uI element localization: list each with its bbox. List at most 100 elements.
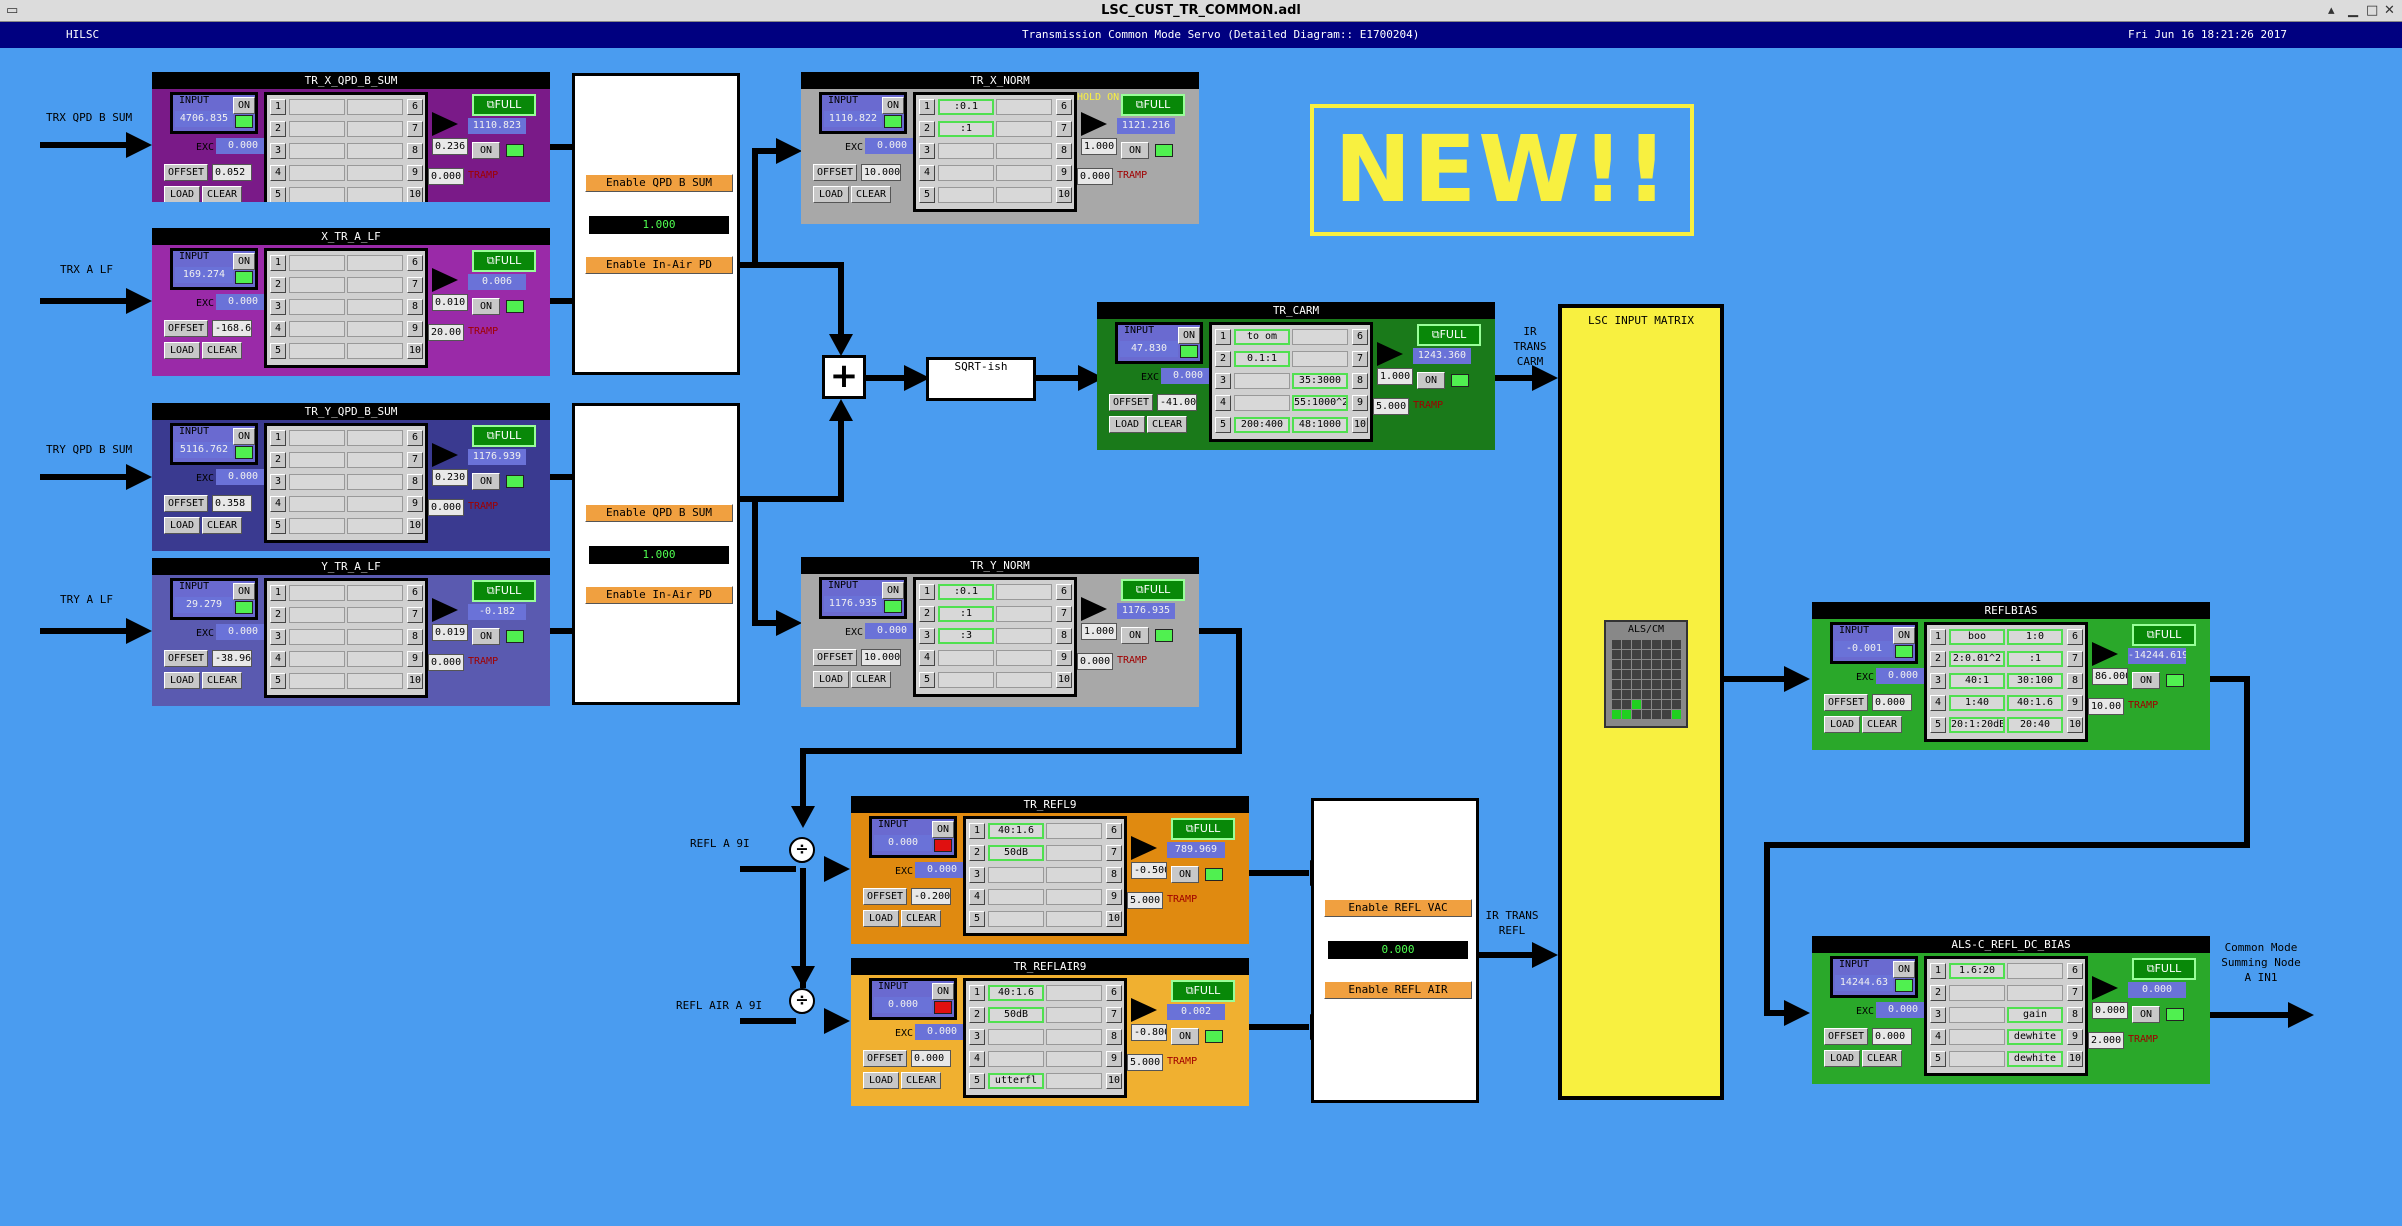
fm-button-7[interactable]: 7 [1056, 121, 1072, 137]
gain-value[interactable]: 0.230 [432, 469, 468, 486]
fm-button-8[interactable]: 8 [407, 143, 423, 159]
input-on-button[interactable]: ON [233, 428, 255, 445]
matrix-cell[interactable] [1622, 710, 1631, 719]
input-on-button[interactable]: ON [233, 583, 255, 600]
fm-button-9[interactable]: 9 [2067, 695, 2083, 711]
input-on-button[interactable]: ON [932, 983, 954, 1000]
gain-value[interactable]: 86.000 [2092, 668, 2128, 685]
fm-button-10[interactable]: 10 [2067, 717, 2083, 733]
fm-button-5[interactable]: 5 [1215, 417, 1231, 433]
fm-button-10[interactable]: 10 [1056, 187, 1072, 203]
fm-button-3[interactable]: 3 [919, 628, 935, 644]
gain-value[interactable]: -0.800 [1131, 1024, 1167, 1041]
fm-button-9[interactable]: 9 [1352, 395, 1368, 411]
fm-button-9[interactable]: 9 [407, 496, 423, 512]
close-icon[interactable]: ✕ [2384, 3, 2395, 18]
matrix-cell[interactable] [1652, 680, 1661, 689]
gain-value[interactable]: 1.000 [1081, 623, 1117, 640]
gain-value[interactable]: -0.500 [1131, 862, 1167, 879]
fm-button-8[interactable]: 8 [1106, 867, 1122, 883]
fm-button-2[interactable]: 2 [270, 452, 286, 468]
fm-button-4[interactable]: 4 [1930, 1029, 1946, 1045]
fm-button-3[interactable]: 3 [1930, 673, 1946, 689]
fm-button-2[interactable]: 2 [270, 607, 286, 623]
fm-button-1[interactable]: 1 [969, 823, 985, 839]
output-on-button[interactable]: ON [1171, 866, 1199, 883]
full-button[interactable]: ⧉FULL [1171, 818, 1235, 840]
fm-button-6[interactable]: 6 [1106, 985, 1122, 1001]
load-button[interactable]: LOAD [164, 342, 200, 359]
offset-value[interactable]: 10.000 [861, 164, 901, 181]
fm-button-5[interactable]: 5 [919, 187, 935, 203]
output-on-button[interactable]: ON [472, 298, 500, 315]
fm-button-10[interactable]: 10 [1056, 672, 1072, 688]
matrix-cell[interactable] [1632, 690, 1641, 699]
fm-button-8[interactable]: 8 [2067, 673, 2083, 689]
restore-icon[interactable]: ▁ [2348, 3, 2358, 18]
fm-button-5[interactable]: 5 [270, 518, 286, 534]
matrix-cell[interactable] [1652, 660, 1661, 669]
fm-button-7[interactable]: 7 [1352, 351, 1368, 367]
tramp-value[interactable]: 5.000 [1373, 398, 1409, 415]
output-on-button[interactable]: ON [1121, 142, 1149, 159]
fm-button-4[interactable]: 4 [969, 889, 985, 905]
offset-button[interactable]: OFFSET [863, 888, 907, 905]
fm-button-2[interactable]: 2 [1930, 985, 1946, 1001]
fm-button-1[interactable]: 1 [1930, 963, 1946, 979]
fm-button-9[interactable]: 9 [2067, 1029, 2083, 1045]
fm-button-7[interactable]: 7 [407, 277, 423, 293]
enable-qpd-x-button[interactable]: Enable QPD B SUM [585, 174, 733, 192]
matrix-cell[interactable] [1652, 700, 1661, 709]
full-button[interactable]: ⧉FULL [1121, 579, 1185, 601]
offset-button[interactable]: OFFSET [813, 649, 857, 666]
matrix-cell[interactable] [1662, 700, 1671, 709]
fm-button-1[interactable]: 1 [270, 99, 286, 115]
fm-button-10[interactable]: 10 [407, 343, 423, 359]
clear-button[interactable]: CLEAR [1862, 716, 1902, 733]
fm-button-1[interactable]: 1 [919, 584, 935, 600]
offset-value[interactable]: -0.200 [911, 888, 951, 905]
offset-value[interactable]: 0.000 [1872, 694, 1912, 711]
offset-value[interactable]: -38.96 [212, 650, 252, 667]
fm-button-9[interactable]: 9 [407, 651, 423, 667]
fm-button-2[interactable]: 2 [1215, 351, 1231, 367]
matrix-als-cm[interactable]: ALS/CM [1604, 620, 1688, 728]
matrix-cell[interactable] [1612, 660, 1621, 669]
fm-button-8[interactable]: 8 [2067, 1007, 2083, 1023]
clear-button[interactable]: CLEAR [202, 517, 242, 534]
output-on-button[interactable]: ON [472, 473, 500, 490]
fm-button-4[interactable]: 4 [270, 496, 286, 512]
output-on-button[interactable]: ON [1121, 627, 1149, 644]
fm-button-10[interactable]: 10 [1106, 1073, 1122, 1089]
offset-button[interactable]: OFFSET [813, 164, 857, 181]
offset-value[interactable]: 0.000 [911, 1050, 951, 1067]
full-button[interactable]: ⧉FULL [2132, 624, 2196, 646]
fm-button-10[interactable]: 10 [407, 518, 423, 534]
fm-button-9[interactable]: 9 [1106, 889, 1122, 905]
full-button[interactable]: ⧉FULL [472, 250, 536, 272]
matrix-cell[interactable] [1642, 660, 1651, 669]
fm-button-6[interactable]: 6 [407, 430, 423, 446]
fm-button-1[interactable]: 1 [919, 99, 935, 115]
matrix-cell[interactable] [1652, 650, 1661, 659]
fm-button-1[interactable]: 1 [270, 255, 286, 271]
matrix-cell[interactable] [1652, 710, 1661, 719]
fm-button-6[interactable]: 6 [1106, 823, 1122, 839]
matrix-cell[interactable] [1612, 710, 1621, 719]
offset-button[interactable]: OFFSET [164, 320, 208, 337]
full-button[interactable]: ⧉FULL [1171, 980, 1235, 1002]
matrix-cell[interactable] [1642, 680, 1651, 689]
input-on-button[interactable]: ON [932, 821, 954, 838]
matrix-cell[interactable] [1622, 700, 1631, 709]
matrix-cell[interactable] [1622, 690, 1631, 699]
fm-button-2[interactable]: 2 [969, 845, 985, 861]
output-on-button[interactable]: ON [1417, 372, 1445, 389]
tramp-value[interactable]: 0.000 [428, 168, 464, 185]
clear-button[interactable]: CLEAR [202, 672, 242, 689]
fm-button-6[interactable]: 6 [2067, 629, 2083, 645]
matrix-cell[interactable] [1672, 710, 1681, 719]
matrix-cell[interactable] [1632, 670, 1641, 679]
fm-button-7[interactable]: 7 [407, 121, 423, 137]
enable-qpd-y-button[interactable]: Enable QPD B SUM [585, 504, 733, 522]
matrix-cell[interactable] [1632, 710, 1641, 719]
